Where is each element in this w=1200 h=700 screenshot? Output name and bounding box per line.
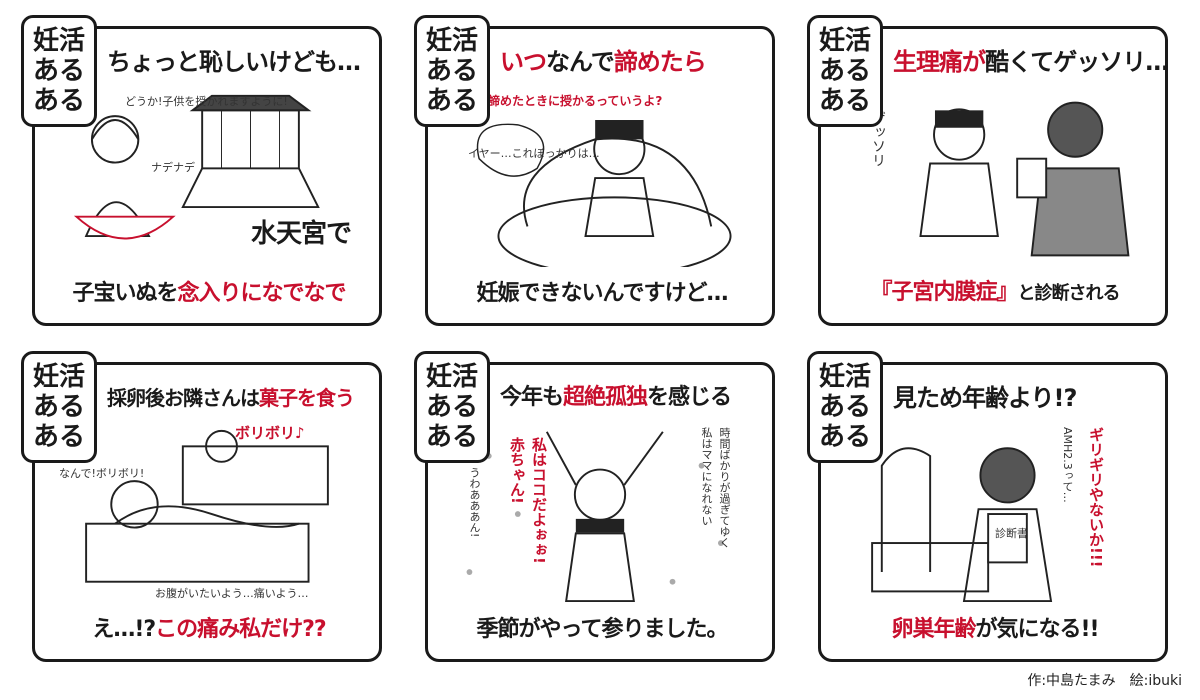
tag-line: 妊活 [425, 26, 478, 56]
tag-line: 妊活 [818, 362, 871, 392]
tag-line: ある [32, 56, 85, 86]
speech-balloon: イヤー…これぼっかりは… [468, 147, 600, 160]
tag-line: ある [32, 422, 85, 452]
shout-note: 赤ちゃん! [508, 437, 526, 504]
headline-highlight: 菓子を食う [259, 386, 355, 410]
caption-pre: 水天宮で [251, 219, 352, 249]
sfx-note: ボリボリ♪ [235, 424, 305, 442]
tag-line: ある [818, 86, 871, 116]
caption-text: が気になる!! [975, 617, 1099, 642]
thought-note: 私はママになれない [700, 427, 713, 526]
tag-line: ある [818, 422, 871, 452]
caption-text: え…!? [92, 617, 156, 642]
caption-highlight: この痛み私だけ?? [155, 617, 327, 642]
thought-note: AMH2.3って… [1061, 427, 1074, 503]
comic-panel-2: 妊活 ある ある いつなんで諦めたら 諦めたときに授かるっていうよ? イヤー…こ… [414, 15, 775, 326]
comic-panel-6: 妊活 ある ある 見ため年齢より!? AMH2.3って… ギリギリやないか!!!… [807, 351, 1168, 662]
illustration-drawing [919, 101, 1130, 257]
caption-text: と診断される [1017, 283, 1121, 304]
thought-note: なんで!ボリボリ! [59, 467, 145, 480]
category-tag: 妊活 ある ある [414, 15, 490, 127]
author-credit: 作:中島たまみ 絵:ibuki [1027, 673, 1182, 689]
panel-headline: 今年も超絶孤独を感じる [500, 383, 762, 413]
illustration-doctor: ゲッソリ [841, 91, 1145, 267]
tag-line: ある [818, 56, 871, 86]
category-tag: 妊活 ある ある [807, 351, 883, 463]
caption-text: 子宝いぬを [72, 281, 178, 306]
caption-highlight: 卵巣年齢 [891, 617, 976, 642]
tag-line: 妊活 [32, 26, 85, 56]
category-tag: 妊活 ある ある [807, 15, 883, 127]
headline-highlight: いつ [500, 48, 547, 76]
illustration-drawing [871, 447, 1053, 603]
panel-caption: 子宝いぬを念入りになでなで [49, 279, 369, 309]
headline-highlight: 超絶孤独 [563, 385, 648, 410]
panel-headline: いつなんで諦めたら [500, 47, 762, 77]
prayer-note: どうか!子供を授かれますように! [125, 95, 288, 108]
panel-caption: 卵巣年齢が気になる!! [835, 615, 1155, 645]
sfx-note: ナデナデ [151, 161, 195, 174]
tag-line: ある [425, 56, 478, 86]
illustration-hospital-bed: ボリボリ♪ なんで!ボリボリ! お腹がいたいよう…痛いよう… [55, 424, 359, 603]
tag-line: ある [425, 392, 478, 422]
headline-text: 採卵後お隣さんは [107, 386, 260, 410]
headline-text: 酷くてゲッソリ… [985, 48, 1169, 76]
crying-note: うわあああん! [468, 467, 481, 538]
comic-panel-3: 妊活 ある ある 生理痛が酷くてゲッソリ… ゲッソリ 『子宮内膜症』と診断される [807, 15, 1169, 326]
illustration-mirror: AMH2.3って… ギリギリやないか!!! 診断書 [841, 427, 1145, 603]
panel-caption: 妊娠できないんですけど… [476, 281, 729, 306]
illustration-shrine: どうか!子供を授かれますように! ナデナデ 水天宮で [55, 91, 359, 267]
headline-text: なんで [546, 48, 615, 76]
illustration-beanbag: 諦めたときに授かるっていうよ? イヤー…これぼっかりは… [448, 91, 752, 276]
comic-panel-1: 妊活 ある ある ちょっと恥しいけども… どうか!子供を授かれますように! ナデ… [21, 15, 382, 326]
tag-line: ある [32, 392, 85, 422]
tag-line: ある [425, 422, 478, 452]
illustration-drawing [476, 120, 732, 276]
headline-highlight: 諦めたら [613, 48, 707, 76]
headline-highlight: 生理痛が [893, 48, 986, 76]
comic-panel-5: 妊活 ある ある 今年も超絶孤独を感じる 赤ちゃん! 私はココだよぉぉ! 時間ば… [414, 351, 775, 662]
shout-note: 私はココだよぉぉ! [530, 437, 548, 564]
panel-caption: 季節がやって参りました。 [476, 617, 729, 642]
panel-headline: 見ため年齢より!? [893, 384, 1077, 412]
panel-headline: 生理痛が酷くてゲッソリ… [893, 47, 1169, 77]
document-label: 診断書 [995, 527, 1028, 540]
tag-line: 妊活 [818, 26, 871, 56]
category-tag: 妊活 ある ある [21, 351, 97, 463]
tag-line: ある [818, 392, 871, 422]
illustration-snow: 赤ちゃん! 私はココだよぉぉ! 時間ばかりが過ぎてゆく 私はママになれない うわ… [448, 427, 752, 603]
comic-panel-4: 妊活 ある ある 採卵後お隣さんは菓子を食う ボリボリ♪ なんで!ボリボリ! お… [21, 351, 382, 662]
panel-caption: 『子宮内膜症』と診断される [835, 278, 1155, 309]
headline-text: 今年も [500, 385, 564, 410]
caption-highlight: 『子宮内膜症』 [870, 280, 1018, 305]
shout-note: ギリギリやないか!!! [1087, 427, 1105, 568]
illustration-drawing [466, 431, 724, 603]
caption-highlight: 念入りになでなで [177, 281, 347, 306]
tag-line: 妊活 [425, 362, 478, 392]
headline-text: を感じる [647, 385, 732, 410]
panel-headline: ちょっと恥しいけども… [107, 47, 369, 77]
headline-text: ちょっと恥しいけども… [107, 48, 361, 76]
thought-note: 時間ばかりが過ぎてゆく [718, 427, 731, 548]
panel-headline: 採卵後お隣さんは菓子を食う [107, 383, 369, 413]
category-tag: 妊活 ある ある [21, 15, 97, 127]
pain-note: お腹がいたいよう…痛いよう… [155, 587, 309, 600]
category-tag: 妊活 ある ある [414, 351, 490, 463]
illustration-drawing [85, 429, 329, 583]
panel-caption: え…!?この痛み私だけ?? [49, 615, 369, 645]
tag-line: 妊活 [32, 362, 85, 392]
tag-line: ある [425, 86, 478, 116]
illustration-drawing [73, 94, 320, 240]
tag-line: ある [32, 86, 85, 116]
speech-balloon-red: 諦めたときに授かるっていうよ? [488, 94, 663, 108]
